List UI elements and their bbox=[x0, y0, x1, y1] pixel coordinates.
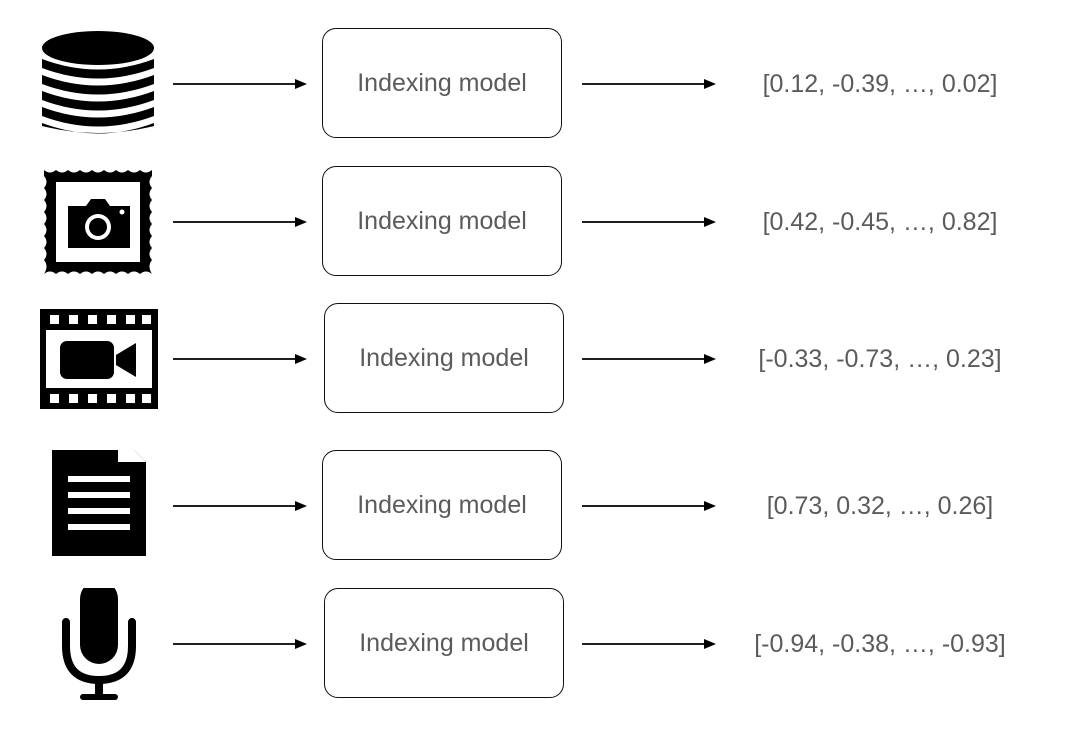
microphone-icon bbox=[38, 588, 160, 700]
pipeline-row-video: Indexing model [-0.33, -0.73, …, 0.23] bbox=[0, 303, 1080, 415]
indexing-model-box: Indexing model bbox=[322, 28, 562, 138]
pipeline-row-audio: Indexing model [-0.94, -0.38, …, -0.93] bbox=[0, 588, 1080, 700]
input-arrow bbox=[173, 77, 307, 91]
pipeline-row-document: Indexing model [0.73, 0.32, …, 0.26] bbox=[0, 450, 1080, 562]
embedding-vector: [0.73, 0.32, …, 0.26] bbox=[766, 491, 994, 520]
output-arrow bbox=[582, 499, 716, 513]
indexing-model-box: Indexing model bbox=[324, 588, 564, 698]
pipeline-row-database: Indexing model [0.12, -0.39, …, 0.02] bbox=[0, 28, 1080, 140]
input-arrow bbox=[173, 352, 307, 366]
video-icon bbox=[38, 303, 160, 415]
indexing-model-box: Indexing model bbox=[322, 450, 562, 560]
output-arrow bbox=[582, 352, 716, 366]
image-icon bbox=[38, 166, 160, 278]
indexing-model-box: Indexing model bbox=[324, 303, 564, 413]
embedding-vector: [0.42, -0.45, …, 0.82] bbox=[762, 207, 998, 236]
output-arrow bbox=[582, 215, 716, 229]
database-icon bbox=[38, 28, 160, 140]
input-arrow bbox=[173, 499, 307, 513]
embedding-vector: [-0.94, -0.38, …, -0.93] bbox=[754, 629, 1006, 658]
embedding-vector: [0.12, -0.39, …, 0.02] bbox=[762, 69, 998, 98]
indexing-model-box: Indexing model bbox=[322, 166, 562, 276]
output-arrow bbox=[582, 77, 716, 91]
pipeline-row-image: Indexing model [0.42, -0.45, …, 0.82] bbox=[0, 166, 1080, 278]
input-arrow bbox=[173, 637, 307, 651]
document-icon bbox=[38, 450, 160, 562]
input-arrow bbox=[173, 215, 307, 229]
embedding-vector: [-0.33, -0.73, …, 0.23] bbox=[758, 344, 1002, 373]
output-arrow bbox=[582, 637, 716, 651]
